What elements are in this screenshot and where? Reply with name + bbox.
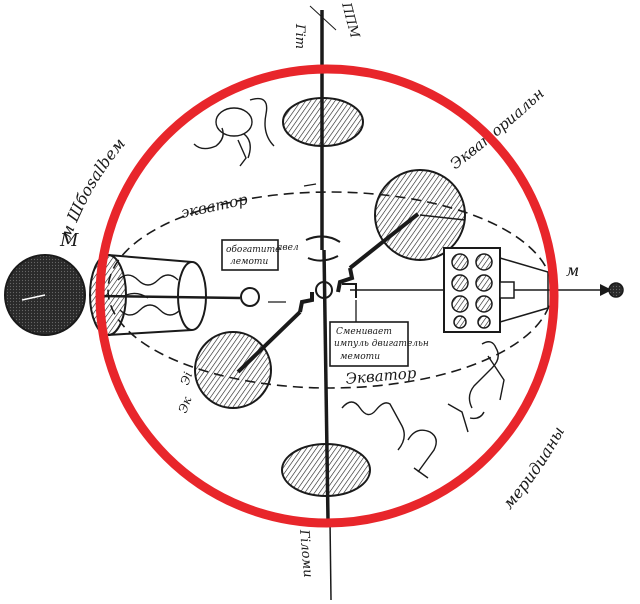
axis-arrow bbox=[600, 284, 612, 296]
diagonal-rod bbox=[236, 212, 420, 374]
label-top: Гіт bbox=[292, 23, 307, 49]
bottom-disc bbox=[281, 443, 371, 497]
box-center-line2: импуль двигательн bbox=[334, 339, 429, 349]
red-highlight-circle bbox=[95, 64, 559, 528]
label-top-left-arc: м Шбоsalbeм bbox=[56, 134, 129, 241]
left-box bbox=[221, 239, 279, 271]
vertical-axis bbox=[309, 5, 337, 601]
box-left-line1: обогатите bbox=[226, 244, 280, 255]
right-planet bbox=[608, 282, 624, 298]
center-hub bbox=[305, 235, 357, 299]
label-right-m: м bbox=[566, 261, 579, 280]
top-disc bbox=[282, 97, 364, 147]
box-left-line2: лемоти bbox=[230, 257, 268, 267]
label-left-m: М bbox=[59, 230, 79, 251]
right-cassette bbox=[443, 247, 549, 333]
label-upper-right-arc: Экваториальн bbox=[447, 84, 548, 173]
label-lower-ellipse: Экватор bbox=[345, 364, 418, 388]
astronaut-sketch-bottom bbox=[341, 401, 437, 479]
astronaut-sketch-right bbox=[447, 341, 505, 433]
astronaut-sketch-top bbox=[193, 97, 275, 167]
label-upper-ellipse: экватор bbox=[179, 190, 250, 222]
box-center-line1: Сменивает bbox=[336, 327, 392, 337]
label-lower-left-bottom: Эк bbox=[176, 394, 195, 415]
box-center-line3: мемоти bbox=[340, 352, 380, 362]
box-left-top: авел bbox=[277, 243, 299, 253]
label-lower-left-top: Эі bbox=[178, 370, 196, 387]
label-top-upper: ППМ bbox=[338, 0, 362, 40]
label-bottom: Гіломи bbox=[296, 528, 315, 578]
center-box bbox=[329, 321, 409, 367]
lower-left-disc bbox=[194, 331, 272, 409]
